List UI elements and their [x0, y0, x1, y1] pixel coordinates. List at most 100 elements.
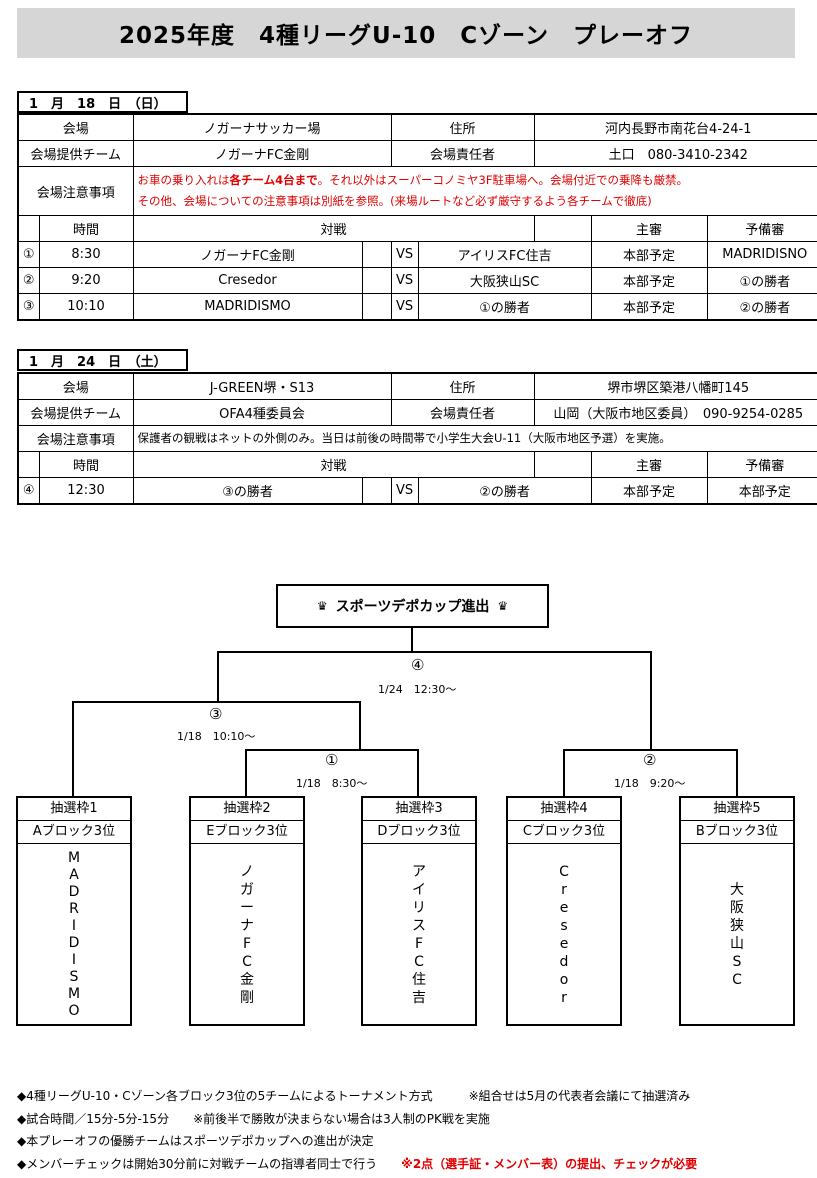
venue-label: 会場 — [17, 372, 134, 400]
referee: 本部予定 — [590, 293, 708, 321]
match-1-label: ① — [325, 751, 339, 769]
away-team: ②の勝者 — [417, 477, 592, 505]
note-line: ◆本プレーオフの優勝チームはスポーツデポカップへの進出が決定 — [17, 1134, 374, 1148]
blank-cell — [361, 267, 392, 294]
venue-value: ノガーナサッカー場 — [132, 113, 392, 141]
slot-label: 抽選枠1 — [18, 798, 130, 821]
col-time: 時間 — [38, 215, 134, 242]
sub-referee: MADRIDISNO — [706, 241, 817, 268]
sub-referee: ①の勝者 — [706, 267, 817, 294]
note-line: ◆メンバーチェックは開始30分前に対戦チームの指導者同士で行う ※2点（選手証・… — [17, 1156, 698, 1171]
match-3-time: 1/18 10:10～ — [177, 730, 256, 743]
host-label: 会場提供チーム — [17, 399, 134, 426]
match-no: ④ — [17, 477, 40, 505]
empty-cell — [17, 451, 40, 478]
vs-label: VS — [390, 267, 419, 294]
match-row: ② 9:20 Cresedor VS 大阪狭山SC 本部予定 ①の勝者 — [17, 267, 817, 294]
vs-label: VS — [390, 477, 419, 505]
blank-cell — [361, 241, 392, 268]
note-line: ◆試合時間／15分-5分-15分 ※前後半で勝敗が決まらない場合は3人制のPK戦… — [17, 1111, 490, 1126]
manager-value: 土口 080-3410-2342 — [533, 140, 817, 167]
match-3-label: ③ — [209, 705, 223, 723]
match-row: ④ 12:30 ③の勝者 VS ②の勝者 本部予定 本部予定 — [17, 477, 817, 505]
match-4-time: 1/24 12:30～ — [378, 683, 457, 696]
referee: 本部予定 — [590, 477, 708, 505]
away-team: アイリスFC住吉 — [417, 241, 592, 268]
blank-cell — [361, 293, 392, 321]
slot-block: Dブロック3位 — [363, 821, 475, 844]
note-line-2: その他、会場についての注意事項は別紙を参照。(来場ルートなど必ず厳守するよう各チ… — [137, 194, 652, 208]
venue-value: J-GREEN堺・S13 — [132, 372, 392, 400]
address-value: 堺市堺区築港八幡町145 — [533, 372, 817, 400]
sub-referee: ②の勝者 — [706, 293, 817, 321]
col-sub-referee: 予備審 — [706, 451, 817, 478]
venue-label: 会場 — [17, 113, 134, 141]
home-team: MADRIDISMO — [132, 293, 363, 321]
slot-label: 抽選枠3 — [363, 798, 475, 821]
notes-label: 会場注意事項 — [17, 425, 134, 452]
match-time: 10:10 — [38, 293, 134, 321]
title-bar: 2025年度 4種リーグU-10 Cゾーン プレーオフ — [17, 8, 795, 58]
away-team: 大阪狭山SC — [417, 267, 592, 294]
match-time: 9:20 — [38, 267, 134, 294]
address-label: 住所 — [390, 372, 535, 400]
day2-table: 会場 J-GREEN堺・S13 住所 堺市堺区築港八幡町145 会場提供チーム … — [17, 372, 817, 505]
day2-date: 1 月 24 日 （土） — [17, 349, 188, 371]
match-2-time: 1/18 9:20～ — [614, 777, 686, 790]
host-value: ノガーナFC金剛 — [132, 140, 392, 167]
champion-label: スポーツデポカップ進出 — [335, 599, 490, 615]
footer-notes: ◆4種リーグU-10・Cゾーン各ブロック3位の5チームによるトーナメント方式 ※… — [17, 1085, 807, 1175]
blank-cell — [361, 477, 392, 505]
referee: 本部予定 — [590, 267, 708, 294]
slot-block: Cブロック3位 — [508, 821, 620, 844]
note-line-1: お車の乗り入れは各チーム4台まで。それ以外はスーパーコノミヤ3F駐車場へ。会場付… — [137, 173, 688, 187]
col-match: 対戦 — [132, 451, 535, 478]
slot-label: 抽選枠4 — [508, 798, 620, 821]
crown-icon: ♛ — [497, 599, 509, 613]
match-row: ① 8:30 ノガーナFC金剛 VS アイリスFC住吉 本部予定 MADRIDI… — [17, 241, 817, 268]
vs-label: VS — [390, 241, 419, 268]
match-no: ① — [17, 241, 40, 268]
vs-label: VS — [390, 293, 419, 321]
col-time: 時間 — [38, 451, 134, 478]
slot-block: Aブロック3位 — [18, 821, 130, 844]
match-time: 12:30 — [38, 477, 134, 505]
venue-notes: 保護者の観戦はネットの外側のみ。当日は前後の時間帯で小学生大会U-11（大阪市地… — [132, 425, 817, 452]
address-value: 河内長野市南花台4-24-1 — [533, 113, 817, 141]
day1-date: 1 月 18 日 （日） — [17, 91, 188, 113]
venue-notes: お車の乗り入れは各チーム4台まで。それ以外はスーパーコノミヤ3F駐車場へ。会場付… — [132, 166, 817, 216]
champion-box: ♛ スポーツデポカップ進出 ♛ — [276, 584, 549, 628]
slot-block: Eブロック3位 — [191, 821, 303, 844]
match-time: 8:30 — [38, 241, 134, 268]
manager-value: 山岡（大阪市地区委員） 090-9254-0285 — [533, 399, 817, 426]
match-2-label: ② — [643, 751, 657, 769]
away-team: ①の勝者 — [417, 293, 592, 321]
slot-block: Bブロック3位 — [681, 821, 793, 844]
slot-label: 抽選枠2 — [191, 798, 303, 821]
crown-icon: ♛ — [316, 599, 328, 613]
col-referee: 主審 — [590, 215, 708, 242]
host-label: 会場提供チーム — [17, 140, 134, 167]
address-label: 住所 — [390, 113, 535, 141]
notes-label: 会場注意事項 — [17, 166, 134, 216]
home-team: Cresedor — [132, 267, 363, 294]
match-no: ② — [17, 267, 40, 294]
match-1-time: 1/18 8:30～ — [296, 777, 368, 790]
home-team: ノガーナFC金剛 — [132, 241, 363, 268]
referee: 本部予定 — [590, 241, 708, 268]
col-sub-referee: 予備審 — [706, 215, 817, 242]
page-title: 2025年度 4種リーグU-10 Cゾーン プレーオフ — [119, 23, 693, 49]
manager-label: 会場責任者 — [390, 399, 535, 426]
host-value: OFA4種委員会 — [132, 399, 392, 426]
note-line: ◆4種リーグU-10・Cゾーン各ブロック3位の5チームによるトーナメント方式 ※… — [17, 1089, 691, 1103]
spacer — [533, 451, 592, 478]
day1-table: 会場 ノガーナサッカー場 住所 河内長野市南花台4-24-1 会場提供チーム ノ… — [17, 113, 817, 321]
